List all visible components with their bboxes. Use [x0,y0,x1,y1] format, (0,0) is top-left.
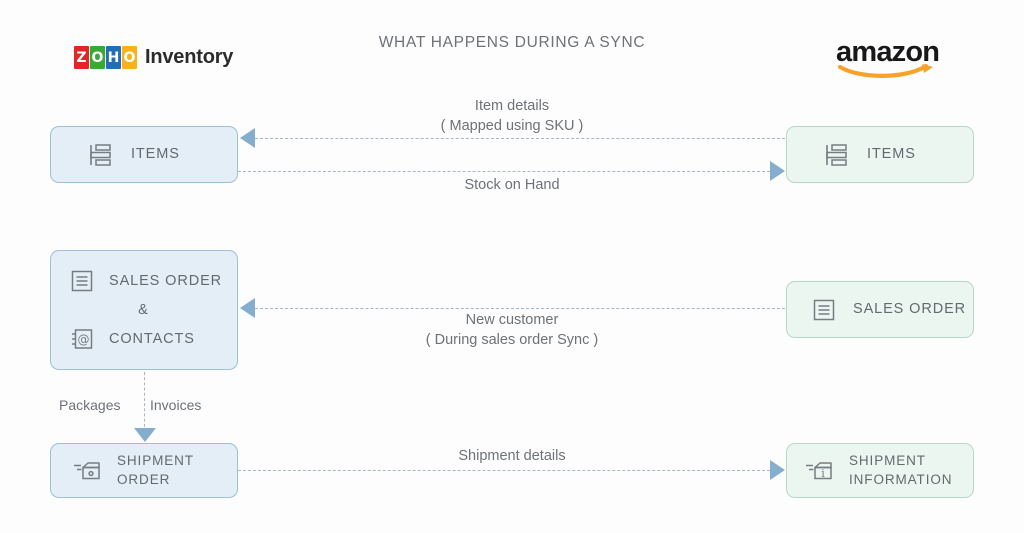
zoho-tile-o2: O [122,46,137,69]
zoho-tile-h: H [106,46,121,69]
edge-label-stock-on-hand: Stock on Hand [464,177,560,193]
document-lines-icon [811,297,837,323]
node-shipment-information-right[interactable]: i SHIPMENT INFORMATION [786,443,974,498]
zoho-tile-z: Z [74,46,89,69]
edge-label-invoices: Invoices [150,397,202,413]
edge-arrowhead-stock-on-hand [770,161,785,181]
zoho-tile-o1: O [90,46,105,69]
zoho-inventory-logo: Z O H O Inventory [74,42,233,72]
node-items-right-label: ITEMS [867,145,916,162]
amazon-smile-icon [838,63,933,78]
edge-arrowhead-internal-down [134,428,156,442]
node-items-left[interactable]: ITEMS [50,126,238,183]
node-sales-order-right[interactable]: SALES ORDER [786,281,974,338]
edge-line-stock-on-hand [238,171,770,172]
zoho-inventory-wordmark: Inventory [145,45,234,68]
svg-text:i: i [821,467,825,480]
edge-line-item-details [255,138,785,139]
items-list-icon [823,142,849,168]
node-sales-order-contacts-left[interactable]: SALES ORDER & @ CONTACTS [50,250,238,370]
items-list-icon [87,142,113,168]
contacts-at-icon: @ [69,326,95,352]
edge-line-new-customer [255,308,785,309]
node-shipment-information-right-label: SHIPMENT INFORMATION [849,453,953,487]
edge-label-new-customer: New customer ( During sales order Sync ) [425,312,599,348]
node-shipment-order-left-label: SHIPMENT ORDER [117,453,194,487]
zoho-logo-tiles: Z O H O [74,45,138,69]
node-sales-order-conjunction: & [138,302,148,318]
node-sales-order-left-label: SALES ORDER [109,273,223,289]
sales-order-contacts-stack: SALES ORDER & @ CONTACTS [69,251,237,369]
edge-line-shipment-details [238,470,770,471]
node-sales-order-right-label: SALES ORDER [853,300,967,317]
svg-text:@: @ [78,333,90,347]
sales-order-row: SALES ORDER [69,264,237,298]
edge-label-shipment-details: Shipment details [458,448,566,464]
node-items-left-label: ITEMS [131,145,180,162]
contacts-row: @ CONTACTS [69,322,237,356]
edge-label-packages: Packages [59,397,121,413]
node-items-right[interactable]: ITEMS [786,126,974,183]
node-shipment-order-left[interactable]: SHIPMENT ORDER [50,443,238,498]
node-contacts-left-label: CONTACTS [109,331,195,347]
edge-label-item-details: Item details ( Mapped using SKU ) [440,98,584,134]
edge-arrowhead-new-customer [240,298,255,318]
shipment-box-icon [73,458,103,484]
edge-arrowhead-item-details [240,128,255,148]
shipment-info-box-icon: i [805,458,835,484]
document-lines-icon [69,268,95,294]
amazon-logo: amazon [836,38,946,78]
amazon-wordmark: amazon [836,36,940,68]
page-title: WHAT HAPPENS DURING A SYNC [378,34,646,51]
edge-arrowhead-shipment-details [770,460,785,480]
edge-line-internal-down [144,372,145,432]
